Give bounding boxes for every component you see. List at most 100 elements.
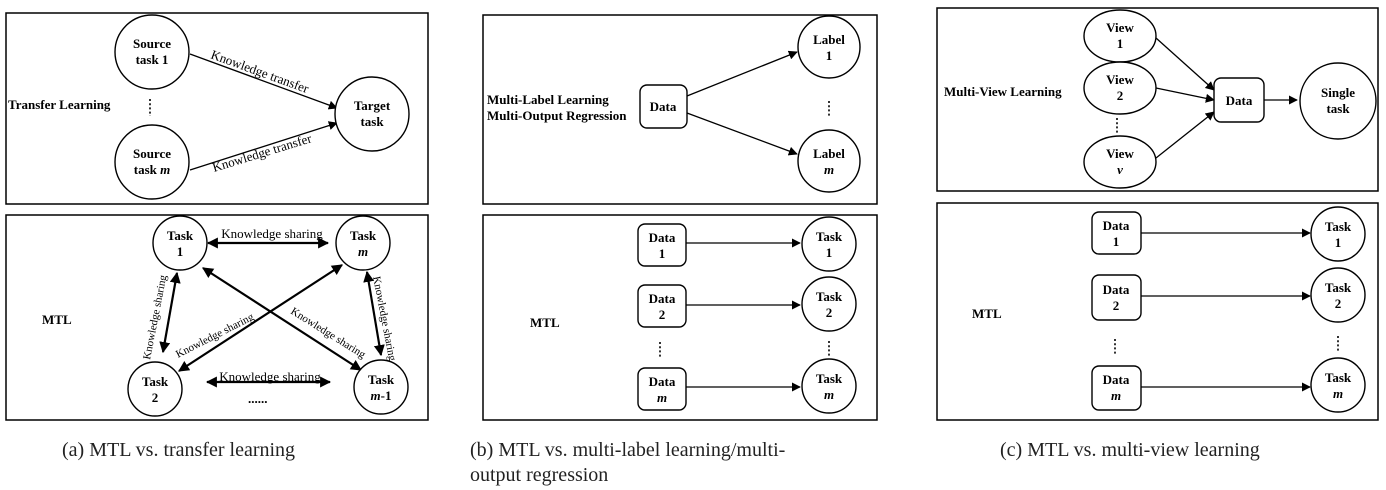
multi-label-learning-label: Multi-Label Learning	[487, 92, 609, 107]
task-1-line1: Task	[167, 228, 194, 243]
b-task-1-line1: Task	[816, 229, 843, 244]
transfer-edge-2	[189, 121, 338, 171]
b-task-m-line2: m	[824, 387, 834, 402]
target-task-line1: Target	[354, 98, 391, 113]
source-task-1-line1: Source	[133, 36, 171, 51]
task-m-minus-1-node	[353, 359, 409, 415]
caption-a: (a) MTL vs. transfer learning	[62, 439, 295, 461]
view-2-node	[1083, 61, 1157, 115]
c-task-1-line2: 1	[1335, 235, 1342, 250]
task-2-line1: Task	[142, 374, 169, 389]
c-task-m-node	[1310, 357, 1366, 413]
single-task-node	[1299, 62, 1377, 140]
view-v-line1: View	[1106, 146, 1134, 161]
data-box-c-label: Data	[1226, 93, 1253, 108]
c-data-2-line2: 2	[1113, 298, 1120, 313]
view-2-line1: View	[1106, 72, 1134, 87]
task-2-node	[127, 361, 183, 417]
label-m-line2: m	[824, 162, 834, 177]
view-1-line1: View	[1106, 20, 1134, 35]
sharing-edge-left	[159, 271, 181, 354]
c-data-m-line1: Data	[1103, 372, 1130, 387]
task-ellipsis: ......	[248, 391, 268, 406]
source-task-m-line1: Source	[133, 146, 171, 161]
b-data-2-line2: 2	[659, 307, 666, 322]
c-task-2-line2: 2	[1335, 296, 1342, 311]
task-2-line2: 2	[152, 390, 159, 405]
b-data-1-box	[637, 223, 687, 267]
sharing-label-bottom: Knowledge sharing	[219, 369, 321, 384]
c-task-1-line1: Task	[1325, 219, 1352, 234]
b-data-m-box	[637, 367, 687, 411]
c-task-1-node	[1310, 206, 1366, 262]
c-data-2-box	[1091, 274, 1142, 321]
view-2-edge	[1155, 87, 1215, 103]
caption-c: (c) MTL vs. multi-view learning	[1000, 439, 1260, 461]
task-m-node	[335, 215, 391, 271]
b-data-2-box	[637, 284, 687, 328]
caption-b-line1: (b) MTL vs. multi-label learning/multi-	[470, 439, 785, 461]
sharing-label-top: Knowledge sharing	[221, 226, 323, 241]
view-2-line2: 2	[1117, 88, 1124, 103]
sharing-edge-right	[363, 270, 385, 357]
label-1-node	[797, 15, 861, 79]
b-data-m-line2: m	[657, 390, 667, 405]
c-data-1-box	[1091, 211, 1142, 255]
mtl-label-a: MTL	[42, 312, 72, 327]
view-v-node	[1083, 135, 1157, 189]
c-data-1-line1: Data	[1103, 218, 1130, 233]
panel-b: Multi-Label Learning Multi-Output Regres…	[470, 14, 878, 486]
c-task-m-line1: Task	[1325, 370, 1352, 385]
mtl-label-b: MTL	[530, 315, 560, 330]
target-task-line2: task	[360, 114, 384, 129]
caption-b-line2: output regression	[470, 464, 608, 486]
c-data-1-line2: 1	[1113, 234, 1120, 249]
view-1-edge	[1155, 37, 1215, 91]
view-v-edge	[1155, 111, 1215, 159]
data-box-c	[1213, 77, 1265, 123]
c-task-2-line1: Task	[1325, 280, 1352, 295]
task-1-node	[152, 215, 208, 271]
b-task-2-node	[801, 276, 857, 332]
c-task-2-node	[1310, 267, 1366, 323]
label-m-node	[797, 129, 861, 193]
sharing-edge-diag-2	[178, 264, 343, 372]
label-m-line1: Label	[813, 146, 845, 161]
source-task-1-line2: task 1	[136, 52, 169, 67]
b-data-1-line1: Data	[649, 230, 676, 245]
source-task-m-line2: task m	[134, 162, 171, 177]
task-m-line2: m	[358, 244, 368, 259]
label-1-line2: 1	[826, 48, 833, 63]
c-data-m-box	[1091, 365, 1142, 411]
b-task-m-node	[801, 358, 857, 414]
task-m-line1: Task	[350, 228, 377, 243]
b-task-1-line2: 1	[826, 245, 833, 260]
b-data-m-line1: Data	[649, 374, 676, 389]
task-m-minus-1-line2: m-1	[371, 388, 392, 403]
task-m-minus-1-line1: Task	[368, 372, 395, 387]
source-task-1-node	[114, 14, 190, 90]
multi-view-learning-label: Multi-View Learning	[944, 84, 1062, 99]
c-data-2-line1: Data	[1103, 282, 1130, 297]
b-task-2-line1: Task	[816, 289, 843, 304]
multi-output-regression-label: Multi-Output Regression	[487, 108, 627, 123]
transfer-learning-label: Transfer Learning	[8, 97, 111, 112]
data-box-b	[639, 84, 688, 129]
view-v-line2: v	[1117, 162, 1123, 177]
transfer-edge-1	[189, 53, 338, 110]
data-to-label-1-edge	[686, 50, 798, 97]
single-task-line1: Single	[1321, 85, 1355, 100]
b-task-2-line2: 2	[826, 305, 833, 320]
c-task-m-line2: m	[1333, 386, 1343, 401]
data-box-b-label: Data	[650, 99, 677, 114]
b-task-m-line1: Task	[816, 371, 843, 386]
b-task-1-node	[801, 216, 857, 272]
b-data-2-line1: Data	[649, 291, 676, 306]
view-1-line2: 1	[1117, 36, 1124, 51]
single-task-line2: task	[1326, 101, 1350, 116]
panel-a: Transfer Learning Knowledge transfer Kno…	[5, 12, 429, 461]
c-data-m-line2: m	[1111, 388, 1121, 403]
target-task-node	[334, 76, 410, 152]
mtl-label-c: MTL	[972, 306, 1002, 321]
